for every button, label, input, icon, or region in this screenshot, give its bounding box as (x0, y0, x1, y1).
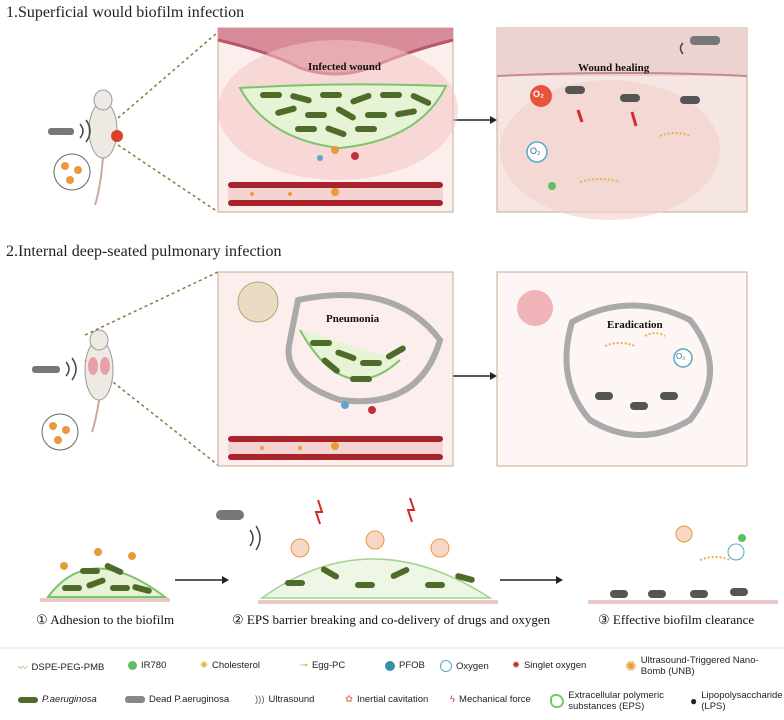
legend-dspe-peg-pmb: 〰DSPE-PEG-PMB (18, 661, 105, 675)
eps-icon (550, 694, 565, 708)
stage-2-illustration (216, 497, 498, 604)
panel-label-infected-wound: Infected wound (308, 61, 382, 73)
legend-inertial-cavitation: ✿Inertial cavitation (345, 694, 429, 705)
ir780-icon (128, 661, 137, 670)
legend-ultrasound: )))Ultrasound (255, 694, 315, 705)
singlet-oxygen-icon: ✹ (512, 660, 520, 671)
inertial-cavitation-icon: ✿ (345, 694, 353, 705)
legend-egg-pc: ⊸Egg-PC (300, 660, 346, 671)
panel-label-pneumonia: Pneumonia (326, 313, 380, 325)
legend-oxygen: Oxygen (440, 660, 489, 672)
nanobomb-inset-2 (41, 413, 79, 451)
mouse-1-icon (48, 89, 123, 206)
section1-title: 1.Superficial would biofilm infection (6, 4, 245, 21)
section2-title: 2.Internal deep-seated pulmonary infecti… (6, 243, 282, 260)
panel-label-wound-healing: Wound healing (578, 62, 650, 74)
p-aeruginosa-icon (18, 696, 38, 703)
o2-label-eradication: O₂ (676, 352, 686, 361)
legend-pfob: PFOB (385, 660, 425, 671)
legend-dead-p-aeruginosa: Dead P.aeruginosa (125, 694, 229, 705)
dspe-peg-pmb-icon: 〰 (18, 663, 28, 674)
legend-singlet-oxygen: ✹Singlet oxygen (512, 660, 587, 671)
pfob-icon (385, 660, 395, 671)
o2-label-burst: O₂ (533, 89, 544, 99)
nanobomb-inset-1 (53, 153, 91, 191)
step-3-label: ③ Effective biofilm clearance (598, 612, 755, 627)
lps-icon: ● (690, 694, 698, 708)
stage-1-illustration (40, 548, 170, 602)
mouse-2-icon (32, 329, 114, 433)
step-1-label: ① Adhesion to the biofilm (36, 612, 175, 627)
panel-wound-healing (496, 27, 748, 220)
legend-unb: ✺Ultrasound-Triggered Nano-Bomb (UNB) (625, 655, 759, 677)
unb-icon: ✺ (625, 657, 637, 674)
oxygen-icon (440, 660, 452, 672)
cholesterol-icon: ✺ (200, 660, 208, 671)
panel-pneumonia (217, 271, 454, 467)
mechanical-force-icon: ϟ (450, 694, 456, 705)
o2-label-bubble: O₂ (530, 146, 541, 156)
step-2-label: ② EPS barrier breaking and co-delivery o… (232, 612, 551, 627)
panel-label-eradication: Eradication (607, 319, 663, 331)
egg-pc-icon: ⊸ (300, 660, 308, 671)
ultrasound-icon: ))) (255, 694, 265, 705)
legend-lps: ●Lipopolysaccharide (LPS) (690, 690, 783, 712)
panel-infected-wound (217, 27, 458, 213)
legend-ir780: IR780 (128, 660, 166, 671)
legend-p-aeruginosa: P.aeruginosa (18, 694, 97, 705)
legend-cholesterol: ✺Cholesterol (200, 660, 261, 671)
dead-p-aeruginosa-icon (125, 696, 145, 703)
panel-eradication (496, 271, 748, 467)
legend-eps: Extracellular polymeric substances (EPS) (550, 690, 680, 712)
stage-3-illustration (588, 525, 778, 604)
